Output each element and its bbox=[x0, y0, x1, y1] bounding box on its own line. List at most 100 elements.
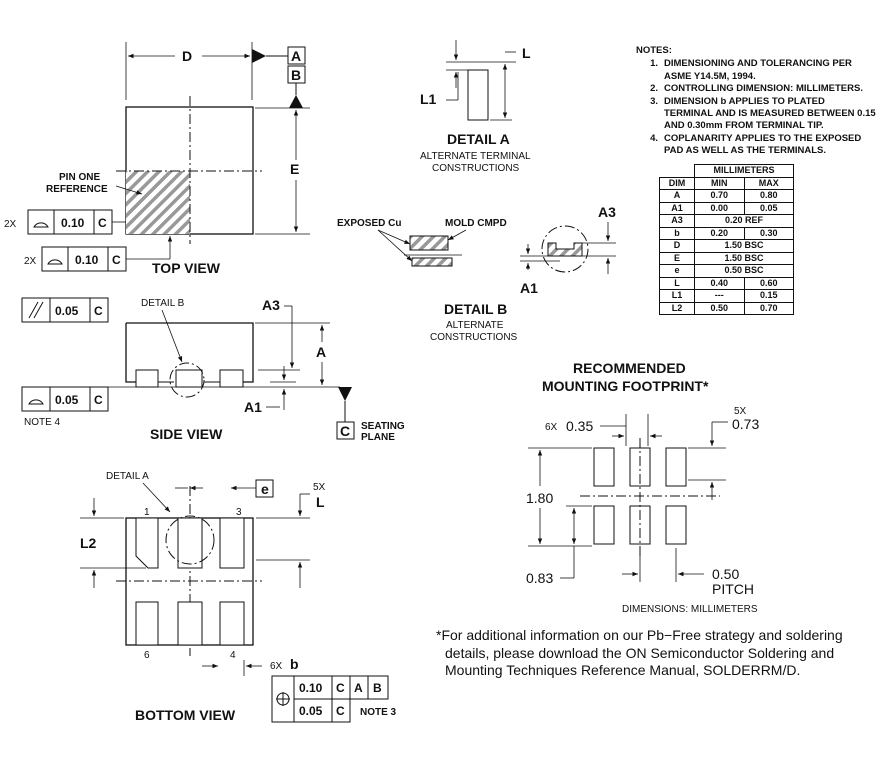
mounting-footprint: RECOMMENDED MOUNTING FOOTPRINT* 6X 0.35 … bbox=[526, 360, 759, 615]
dim-e-label: E bbox=[290, 161, 299, 177]
table-cell-dim: A bbox=[659, 189, 695, 203]
note-item: 4.COPLANARITY APPLIES TO THE EXPOSED PAD… bbox=[636, 133, 876, 158]
note-item: 1.DIMENSIONING AND TOLERANCING PER ASME … bbox=[636, 58, 876, 83]
table-cell-dim: L bbox=[659, 276, 695, 290]
fp-length-count: 5X bbox=[734, 406, 747, 417]
fp-length-label: 0.73 bbox=[732, 416, 759, 432]
tol4-value: 0.05 bbox=[55, 393, 79, 407]
table-group-header: MILLIMETERS bbox=[694, 164, 794, 178]
detail-b: EXPOSED Cu MOLD CMPD A3 A1 DETAIL B ALTE… bbox=[337, 204, 616, 343]
table-cell-max: 0.60 bbox=[743, 276, 794, 290]
detail-b-a1-label: A1 bbox=[520, 280, 538, 296]
profile-icon bbox=[47, 259, 63, 265]
table-col-min: MIN bbox=[694, 176, 745, 190]
table-cell-max: 0.15 bbox=[743, 289, 794, 303]
notes-heading: NOTES: bbox=[636, 45, 672, 56]
pin-3-label: 3 bbox=[236, 507, 242, 518]
dim-l-label: L bbox=[316, 494, 325, 510]
side-view-title: SIDE VIEW bbox=[150, 426, 223, 442]
note3-label: NOTE 3 bbox=[360, 707, 397, 718]
table-cell-max: 0.05 bbox=[743, 201, 794, 215]
dim-e-pitch-label: e bbox=[261, 481, 269, 497]
notes-block: NOTES: 1.DIMENSIONING AND TOLERANCING PE… bbox=[636, 45, 876, 158]
table-cell-dim: e bbox=[659, 264, 695, 278]
pos-tol-row1-datum3: B bbox=[373, 681, 382, 695]
profile-icon bbox=[28, 399, 44, 405]
table-cell-span: 1.50 BSC bbox=[694, 251, 794, 265]
b-count-label: 6X bbox=[270, 661, 283, 672]
note4-label: NOTE 4 bbox=[24, 417, 61, 428]
footnote: *For additional information on our Pb−Fr… bbox=[436, 627, 876, 680]
top-view-title: TOP VIEW bbox=[152, 260, 221, 276]
table-cell-dim: A3 bbox=[659, 214, 695, 228]
pin-4-label: 4 bbox=[230, 650, 236, 661]
table-col-dim: DIM bbox=[659, 176, 695, 190]
table-cell-dim: E bbox=[659, 251, 695, 265]
fp-pitch-value: 0.50 bbox=[712, 566, 739, 582]
bottom-view-title: BOTTOM VIEW bbox=[135, 707, 236, 723]
detail-a-sub1: ALTERNATE TERMINAL bbox=[420, 151, 531, 162]
note-item: 3.DIMENSION b APPLIES TO PLATED TERMINAL… bbox=[650, 95, 876, 132]
pin-1-label: 1 bbox=[144, 507, 150, 518]
detail-a-callout: DETAIL A bbox=[106, 471, 149, 482]
detail-b-sub2: CONSTRUCTIONS bbox=[430, 332, 518, 343]
pin-6-label: 6 bbox=[144, 650, 150, 661]
l-count-label: 5X bbox=[313, 482, 326, 493]
table-cell-min: 0.40 bbox=[694, 276, 745, 290]
footprint-title-1: RECOMMENDED bbox=[573, 360, 686, 376]
table-cell-dim: b bbox=[659, 226, 695, 240]
footprint-title-2: MOUNTING FOOTPRINT* bbox=[542, 378, 709, 394]
detail-a: L1 L DETAIL A ALTERNATE TERMINAL CONSTRU… bbox=[420, 40, 531, 174]
tol3-value: 0.05 bbox=[55, 304, 79, 318]
table-cell-dim: A1 bbox=[659, 201, 695, 215]
fp-width-label: 0.35 bbox=[566, 418, 593, 434]
note-text: DIMENSIONING AND TOLERANCING PER ASME Y1… bbox=[664, 58, 852, 82]
tol2-datum: C bbox=[112, 253, 121, 267]
table-cell-min: 0.70 bbox=[694, 189, 745, 203]
mold-cmpd-label: MOLD CMPD bbox=[445, 218, 507, 229]
dim-l2-label: L2 bbox=[80, 535, 97, 551]
table-row: L1---0.15 bbox=[659, 289, 794, 303]
detail-a-title: DETAIL A bbox=[447, 131, 510, 147]
dim-a-label: A bbox=[316, 344, 326, 360]
tol1-prefix: 2X bbox=[4, 219, 17, 230]
bottom-view: DETAIL A e 5X L 1 3 6 4 L2 bbox=[80, 471, 397, 723]
tol1-value: 0.10 bbox=[61, 216, 85, 230]
detail-b-a3-label: A3 bbox=[598, 204, 616, 220]
detail-a-l-label: L bbox=[522, 45, 531, 61]
footnote-line1: *For additional information on our Pb−Fr… bbox=[436, 627, 843, 643]
tol3-datum: C bbox=[94, 304, 103, 318]
tol1-datum: C bbox=[98, 216, 107, 230]
footnote-line3: Mounting Techniques Reference Manual, SO… bbox=[445, 662, 801, 678]
tol2-value: 0.10 bbox=[75, 253, 99, 267]
detail-b-title: DETAIL B bbox=[444, 301, 507, 317]
note-text: DIMENSION b APPLIES TO PLATED TERMINAL A… bbox=[664, 95, 876, 132]
profile-icon bbox=[33, 222, 49, 228]
tol4-datum: C bbox=[94, 393, 103, 407]
detail-b-callout: DETAIL B bbox=[141, 298, 185, 309]
table-cell-dim: D bbox=[659, 239, 695, 253]
top-view: D A B E PIN ONE REFERENCE 2X 0.10 C bbox=[4, 42, 310, 276]
table-cell-span: 1.50 BSC bbox=[694, 239, 794, 253]
note-item: 2.CONTROLLING DIMENSION: MILLIMETERS. bbox=[650, 83, 863, 95]
pos-tol-row1-datum2: A bbox=[354, 681, 363, 695]
table-cell-min: 0.00 bbox=[694, 201, 745, 215]
dim-a3-label: A3 bbox=[262, 297, 280, 313]
plane-label: PLANE bbox=[361, 432, 395, 443]
detail-a-l1-label: L1 bbox=[420, 91, 437, 107]
table-cell-span: 0.20 REF bbox=[694, 214, 794, 228]
fp-units: DIMENSIONS: MILLIMETERS bbox=[622, 604, 758, 615]
detail-a-sub2: CONSTRUCTIONS bbox=[432, 163, 520, 174]
table-cell-min: 0.20 bbox=[694, 226, 745, 240]
exposed-cu-label: EXPOSED Cu bbox=[337, 218, 401, 229]
